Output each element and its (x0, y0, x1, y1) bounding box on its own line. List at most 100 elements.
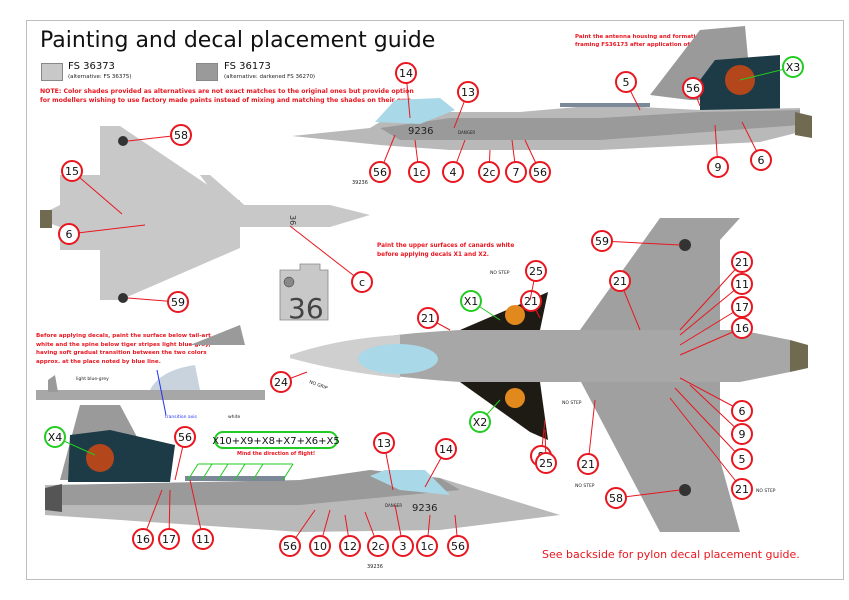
color-note: NOTE: Color shades provided as alternati… (40, 87, 414, 105)
exhaust (795, 112, 812, 138)
antenna-note-line: framing FS36173 after application of the… (575, 42, 728, 48)
tail-note-line: Before applying decals, paint the surfac… (36, 333, 211, 339)
callout-circle (750, 149, 772, 171)
callout-label: 14 (439, 443, 453, 456)
callout-label: 9 (715, 161, 722, 174)
color-note-line: NOTE: Color shades provided as alternati… (40, 88, 414, 95)
callout-circle (369, 161, 391, 183)
callout-circle (460, 290, 482, 312)
danger-label: DANGER (385, 503, 402, 508)
upper-wing (580, 218, 740, 330)
callout-circle (707, 156, 729, 178)
callout-label: 21 (421, 312, 435, 325)
tail-note-line: white and the spine below tiger stripes … (36, 341, 211, 348)
callout-label: 56 (178, 431, 192, 444)
callout-label: 5 (623, 76, 630, 89)
callout-circle (132, 528, 154, 550)
no-step-label: NO STEP (562, 400, 582, 406)
roundel-58 (118, 136, 128, 146)
callout-stripes-box (214, 431, 338, 449)
callout-label: 59 (595, 235, 609, 248)
color-note-line: for modellers wishing to use factory mad… (40, 97, 414, 104)
code-small: 36 (288, 215, 297, 225)
callout-label: 11 (735, 278, 749, 291)
light-blue-grey-label: light blue-grey (76, 376, 109, 382)
white-label: white (228, 414, 241, 420)
callout-circle (373, 432, 395, 454)
swatch-alt-fs36373: (alternative: FS 36375) (68, 74, 132, 80)
exhaust (40, 210, 52, 228)
side-view-right: 9236 DANGER (292, 26, 812, 150)
callout-circle (609, 270, 631, 292)
swatch-alt-fs36173: (alternative: darkened FS 36270) (224, 74, 316, 80)
callout-label: 58 (174, 129, 188, 142)
side-view-left: 9236 DANGER 39236 (45, 405, 560, 570)
canopy (375, 98, 455, 124)
canard-lower (460, 382, 548, 440)
callout-circle (731, 317, 753, 339)
callout-label: X2 (473, 416, 488, 429)
callout-circle (529, 161, 551, 183)
callout-circle (520, 290, 542, 312)
callout-leader (601, 240, 681, 246)
canard-note-line: before applying decals X1 and X2. (377, 251, 489, 258)
callout-label: 13 (461, 86, 475, 99)
canard-note: Paint the upper surfaces of canards whit… (377, 242, 514, 259)
roundel-59 (679, 239, 691, 251)
callout-circle (61, 160, 83, 182)
callout-label: 56 (451, 540, 465, 553)
callout-label: 1c (412, 166, 425, 179)
callout-label: 13 (377, 437, 391, 450)
callout-circle (58, 223, 80, 245)
callout-label: 17 (735, 301, 749, 314)
callout-circle (392, 535, 414, 557)
callout-leader (679, 283, 743, 336)
callout-circle (416, 535, 438, 557)
callout-label: X1 (464, 295, 479, 308)
callout-label: 56 (533, 166, 547, 179)
callout-label: c (359, 276, 365, 289)
callout-circle (682, 77, 704, 99)
callout-label: 25 (539, 457, 553, 470)
swatch-name-fs36173: FS 36173 (224, 61, 271, 72)
direction-note: Mind the direction of flight! (237, 451, 316, 457)
roundel-58 (679, 484, 691, 496)
canard-upper (460, 292, 548, 330)
callout-label: 16 (735, 322, 749, 335)
callout-circle (174, 426, 196, 448)
callout-leader (689, 384, 743, 435)
callout-circle (367, 535, 389, 557)
callout-leader (679, 327, 743, 356)
swatch-fs36373 (41, 63, 63, 81)
callout-circle (782, 56, 804, 78)
tail-note: Before applying decals, paint the surfac… (36, 332, 211, 366)
callout-label: 12 (343, 540, 357, 553)
canard-eye-lower (505, 388, 525, 408)
callout-circle (535, 452, 557, 474)
callout-circle (469, 411, 491, 433)
tiger-stripes (560, 103, 650, 107)
callout-label: 1c (420, 540, 433, 553)
callout-leader (201, 463, 213, 481)
callout-label: 24 (274, 376, 288, 389)
transition-axis-label: transition axis (165, 414, 198, 420)
tail-art (68, 430, 175, 482)
tail-paint-diagram: light blue-grey transition axis white (36, 325, 265, 420)
callout-label: 21 (735, 256, 749, 269)
callout-label: 5 (739, 453, 746, 466)
callout-circle (731, 251, 753, 273)
callout-circle (170, 124, 192, 146)
no-step-label: NO STEP (575, 483, 595, 489)
callout-label: 10 (313, 540, 327, 553)
exhaust (45, 484, 62, 512)
callout-label: 21 (735, 483, 749, 496)
callout-label: 7 (513, 166, 520, 179)
canard-eye-upper (505, 305, 525, 325)
callout-label: 6 (739, 405, 746, 418)
callout-circle (505, 161, 527, 183)
callout-label: X4 (48, 431, 63, 444)
callout-leader (674, 387, 743, 460)
callout-circle (351, 271, 373, 293)
callout-circle (270, 371, 292, 393)
callout-circle (408, 161, 430, 183)
